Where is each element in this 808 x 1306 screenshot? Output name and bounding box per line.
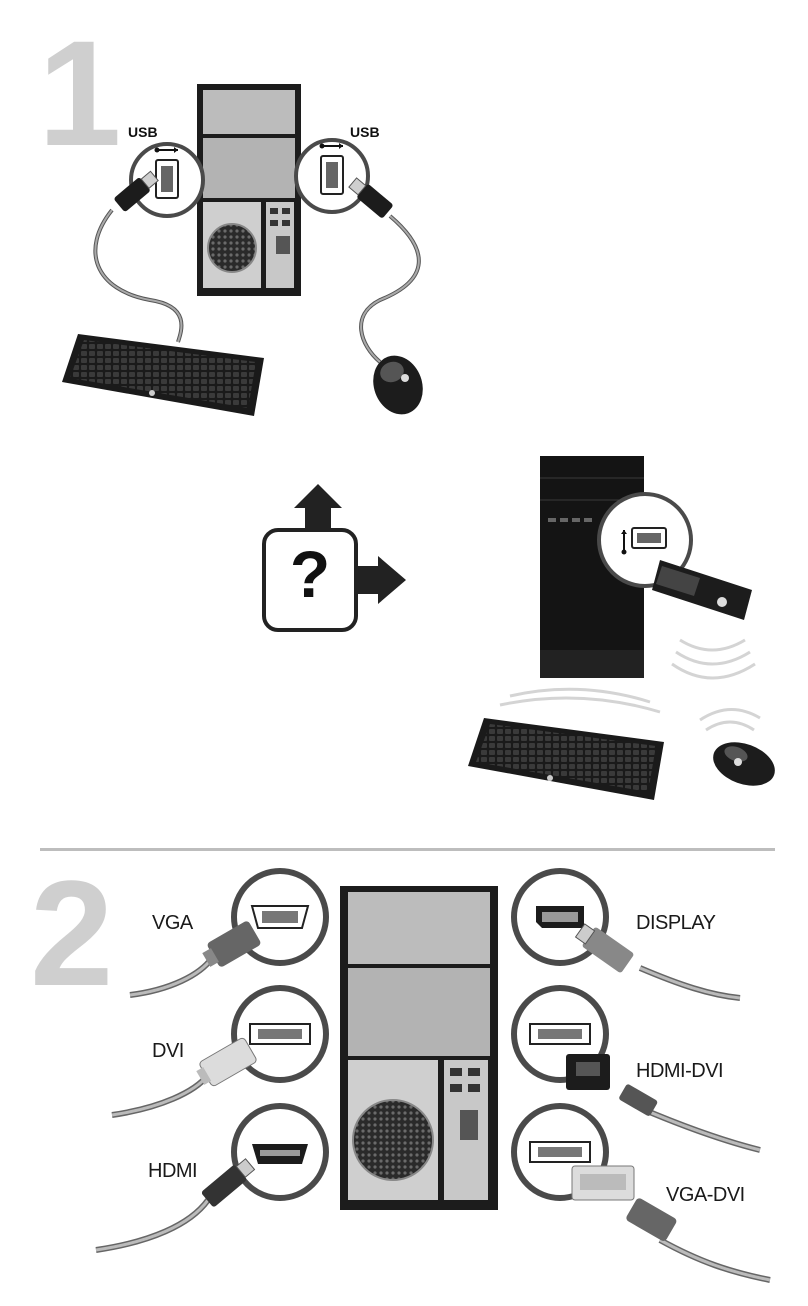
display-label: DISPLAY — [636, 912, 716, 935]
vga-cable — [130, 920, 262, 995]
wireless-receiver — [652, 560, 752, 620]
keyboard-wireless — [468, 718, 664, 800]
hp-logo-icon — [734, 758, 742, 766]
hdmi-dvi-label: HDMI-DVI — [636, 1060, 723, 1083]
vga-label: VGA — [152, 912, 193, 935]
hp-logo-icon — [401, 374, 409, 382]
usb-callout-right — [296, 140, 368, 212]
usb-label-left: USB — [128, 124, 158, 140]
hp-logo-icon — [717, 597, 727, 607]
hp-logo-icon — [547, 775, 553, 781]
hp-logo-icon — [149, 390, 155, 396]
tower-rear-step1 — [197, 84, 301, 296]
keyboard-wired — [62, 334, 264, 416]
hdmi-label: HDMI — [148, 1160, 197, 1183]
vga-dvi-label: VGA-DVI — [666, 1184, 745, 1207]
dvi-cable — [112, 1037, 258, 1115]
hdmi-port-callout — [234, 1106, 326, 1198]
help-question-mark: ? — [286, 536, 334, 612]
section-divider — [40, 848, 775, 851]
dvi-label: DVI — [152, 1040, 184, 1063]
mouse-wireless — [707, 734, 781, 793]
usb-label-right: USB — [350, 124, 380, 140]
tower-rear-step2 — [340, 886, 498, 1210]
